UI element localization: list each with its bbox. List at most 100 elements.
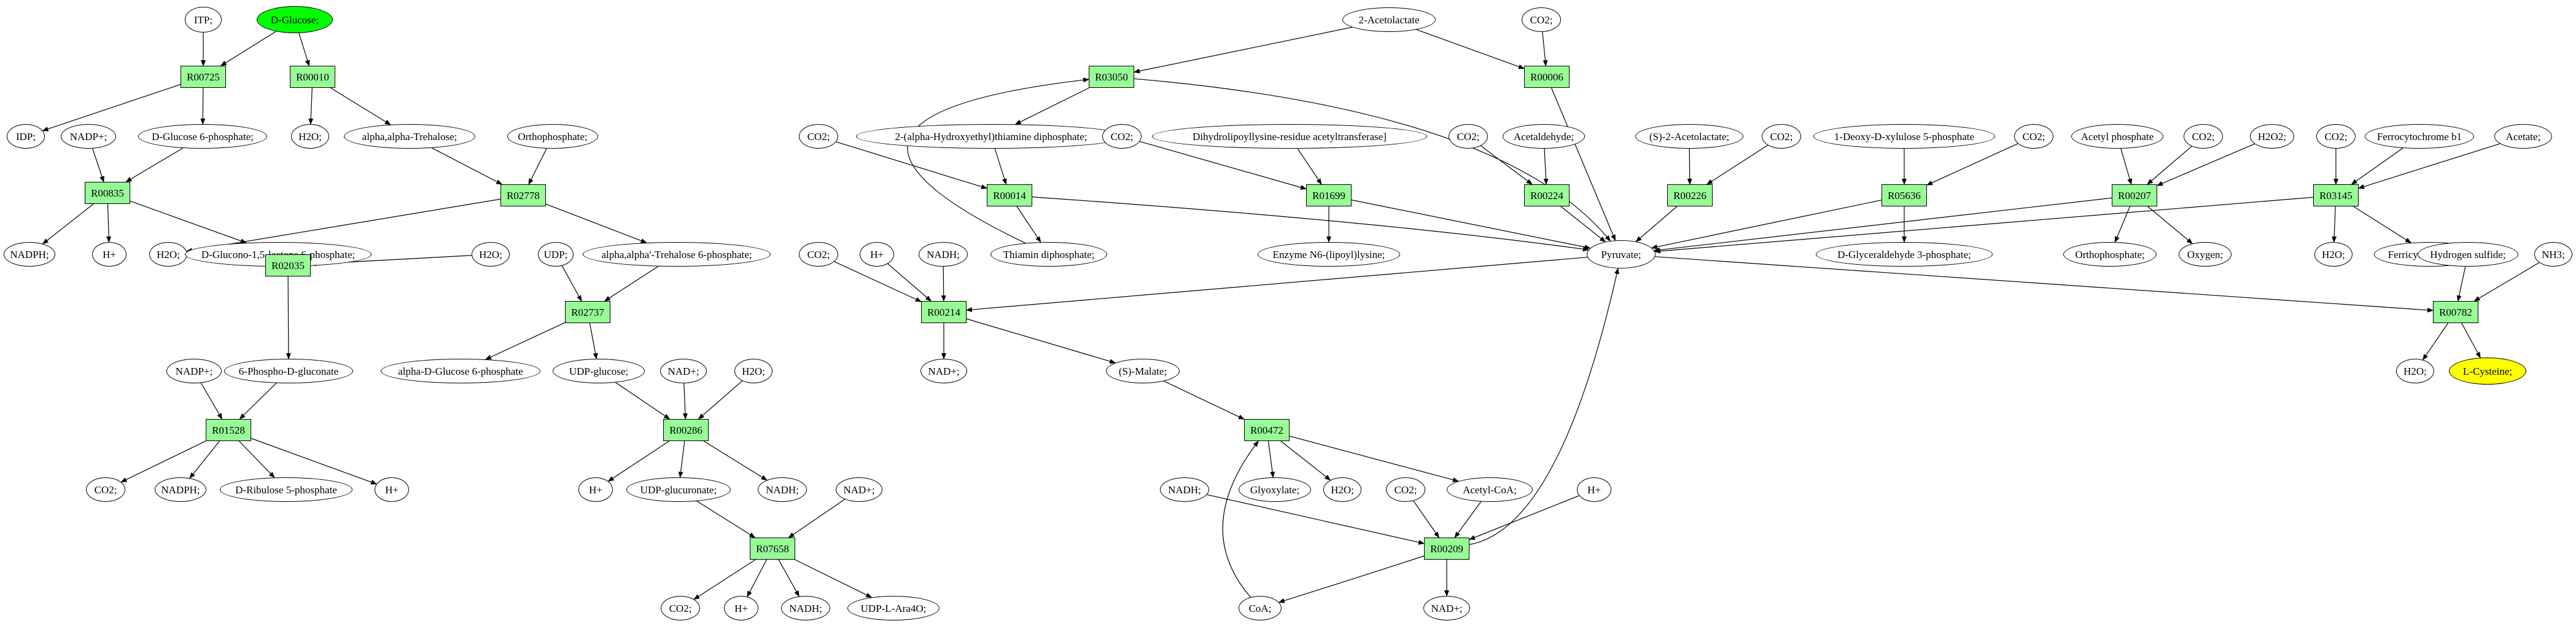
compound-node-lipoyllysine: Enzyme N6-(lipoyl)lysine; <box>1258 242 1400 267</box>
compound-node-nad-d: NAD+; <box>1423 596 1470 620</box>
edge-r07658-to-udpara4o <box>795 559 873 598</box>
edge-r07658-to-nadh-b <box>778 559 800 597</box>
compound-node-deoxyxylulose: 1-Deoxy-D-xylulose 5-phosphate <box>1813 124 1995 149</box>
compound-node-acetaldehyde: Acetaldehyde; <box>1503 124 1585 149</box>
edge-co2-i-to-r00207 <box>2147 146 2192 185</box>
edge-h2o-d-to-r00286 <box>698 380 742 420</box>
edge-acetylcoa-to-r00209 <box>1454 501 1482 538</box>
compound-node-nad-b: NAD+; <box>836 477 882 502</box>
edge-r00782-to-h2o-f <box>2422 323 2449 361</box>
compound-node-lcysteine: L-Cysteine; <box>2449 358 2526 385</box>
edge-r02737-to-adg6p <box>484 322 566 360</box>
edge-r00725-to-idp <box>42 84 181 131</box>
compound-node-thiamin: Thiamin diphosphate; <box>990 242 1107 267</box>
reaction-node-r02035: R02035 <box>265 254 311 276</box>
edge-dglucose-to-r00725 <box>220 31 276 66</box>
edge-nad-b-to-r07658 <box>788 499 846 538</box>
compound-node-h2o-g: H2O; <box>1323 477 1361 502</box>
compound-node-nadh-d: NADH; <box>1160 477 1209 502</box>
compound-node-co2-h: CO2; <box>2014 124 2053 149</box>
edge-r02737-to-udpglucose <box>589 323 598 359</box>
compound-node-phosphogluconate: 6-Phospho-D-gluconate <box>224 359 353 383</box>
edge-r00214-to-smalate <box>966 318 1116 364</box>
compound-node-coa: CoA; <box>1239 596 1282 620</box>
edge-r03050-to-pyruvate <box>1134 78 1611 241</box>
edge-nad-a-to-r00286 <box>682 383 688 420</box>
reaction-node-r00207: R00207 <box>2112 184 2157 206</box>
edge-r05636-to-pyruvate <box>1651 200 1882 249</box>
compound-node-hplus6: H+ <box>1577 477 1611 502</box>
compound-node-co2-j: CO2; <box>2316 124 2356 149</box>
edge-r00006-to-pyruvate <box>1551 87 1616 241</box>
edge-nadp1-to-r00835 <box>92 148 104 182</box>
edge-r00209-to-pyruvate <box>1469 267 1619 545</box>
compound-node-nad-c: NAD+; <box>920 359 967 383</box>
edge-r01528-to-nadph2 <box>189 440 220 479</box>
compound-node-ribulose5p: D-Ribulose 5-phosphate <box>220 477 352 502</box>
reaction-node-r05636: R05636 <box>1881 184 1927 206</box>
reaction-node-r02778: R02778 <box>500 184 546 206</box>
compound-node-nadh-b: NADH; <box>781 596 830 620</box>
edge-hethtpp-to-r00014 <box>994 148 1007 185</box>
edge-udpglucose-to-r00286 <box>615 382 671 420</box>
compound-node-adg6p: alpha-D-Glucose 6-phosphate <box>381 359 540 383</box>
compound-node-dihydrolipoyl: Dihydrolipoyllysine-residue acetyltransf… <box>1152 124 1427 149</box>
compound-node-s2acetolactate: (S)-2-Acetolactate; <box>1635 124 1743 149</box>
reaction-node-r01528: R01528 <box>206 419 251 441</box>
edge-co2-g-to-r00226 <box>1706 144 1769 185</box>
reaction-node-r03145: R03145 <box>2313 184 2359 206</box>
reaction-node-r00014: R00014 <box>987 184 1032 206</box>
edge-co2-f-to-r00224 <box>1481 145 1533 185</box>
compound-node-trehalose: alpha,alpha-Trehalose; <box>344 124 475 149</box>
edge-r03145-to-h2o-e <box>2332 206 2337 243</box>
compound-node-hplus5: H+ <box>860 242 894 267</box>
edge-r07658-to-hplus4 <box>747 559 768 598</box>
edge-smalate-to-r00472 <box>1164 380 1245 420</box>
compound-node-udpglucuronate: UDP-glucuronate; <box>626 477 731 502</box>
edge-dglucose-to-r00010 <box>298 33 310 66</box>
compound-node-pyruvate: Pyruvate; <box>1587 240 1656 268</box>
compound-node-nadh-a: NADH; <box>758 477 807 502</box>
compound-node-h2o-d: H2O; <box>734 359 772 383</box>
compound-node-nadph2: NADPH; <box>155 477 206 502</box>
compound-node-nh3: NH3; <box>2534 242 2572 267</box>
compound-node-g3p: D-Glyceraldehyde 3-phosphate; <box>1816 242 1993 267</box>
compound-node-hplus3: H+ <box>578 477 613 502</box>
compound-node-hplus4: H+ <box>724 596 758 620</box>
compound-node-acetylphosphate: Acetyl phosphate <box>2071 124 2163 149</box>
compound-node-co2-c: CO2; <box>1522 7 1561 32</box>
compound-node-orthophosphate-b: Orthophosphate; <box>2063 242 2157 267</box>
edge-coa-to-r00472 <box>1222 440 1259 598</box>
compound-node-h2o-e: H2O; <box>2314 242 2352 267</box>
edge-dg6p-to-r00835 <box>125 147 184 182</box>
edge-r02035-to-phosphogluconate <box>286 276 291 359</box>
edge-nh3-to-r00782 <box>2473 262 2540 302</box>
compound-node-co2-g: CO2; <box>1762 124 1801 149</box>
compound-node-co2-a: CO2; <box>86 477 125 502</box>
edge-r00472-to-glyoxylate <box>1267 440 1275 478</box>
compound-node-orthophosphate-a: Orthophosphate; <box>507 124 598 149</box>
compound-node-acetolactate2: 2-Acetolactate <box>1342 7 1436 32</box>
compound-node-h2o2: H2O2; <box>2250 124 2294 149</box>
compound-node-co2-k: CO2; <box>799 242 838 267</box>
reaction-node-r00782: R00782 <box>2433 301 2478 323</box>
compound-node-co2-i: CO2; <box>2184 124 2223 149</box>
compound-node-ferrocytochrome: Ferrocytochrome b1 <box>2365 124 2474 149</box>
compound-node-idp: IDP; <box>7 124 45 149</box>
edge-pyruvate-to-r00782 <box>1655 256 2434 313</box>
compound-node-nad-a: NAD+; <box>660 359 707 383</box>
compound-node-h2s: Hydrogen sulfide; <box>2418 242 2518 267</box>
compound-node-dglucose: D-Glucose; <box>257 6 333 33</box>
edge-acetaldehyde-to-r00224 <box>1543 148 1549 185</box>
reaction-node-r00010: R00010 <box>290 66 335 88</box>
reaction-node-r07658: R07658 <box>750 538 795 560</box>
edge-r02778-to-trehalose6p <box>545 203 647 243</box>
reaction-node-r01699: R01699 <box>1306 184 1352 206</box>
edge-r00010-to-h2o-a <box>308 87 314 125</box>
compound-node-nadph1: NADPH; <box>4 242 55 267</box>
compound-node-h2o-f: H2O; <box>2396 359 2434 383</box>
edge-r03145-to-ferricytochrome <box>2353 206 2411 243</box>
compound-node-oxygen: Oxygen; <box>2179 242 2232 267</box>
compound-node-nadh-c: NADH; <box>919 242 968 267</box>
